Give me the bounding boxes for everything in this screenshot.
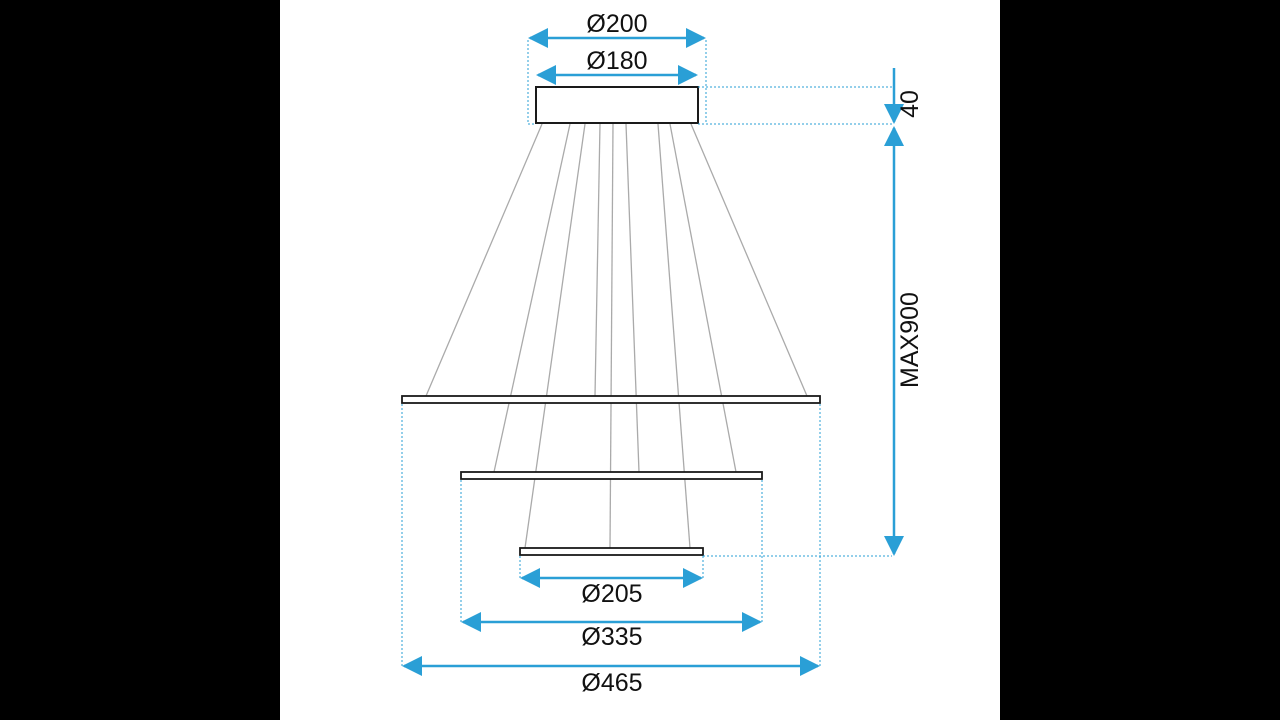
wire — [609, 123, 614, 549]
ring-large — [401, 395, 821, 404]
ring-small — [519, 547, 704, 556]
label-drop-max: MAX900 — [896, 292, 924, 388]
label-canopy-outer: Ø200 — [586, 10, 647, 38]
dimension-arrows — [402, 28, 904, 676]
label-ring-medium: Ø335 — [581, 623, 642, 651]
label-canopy-inner: Ø180 — [586, 47, 647, 75]
wire — [657, 123, 691, 549]
wire — [669, 123, 737, 473]
wire — [493, 123, 571, 473]
guide-lines — [401, 40, 892, 668]
wire — [625, 123, 640, 473]
suspension-wires — [425, 123, 808, 549]
wire — [524, 123, 586, 549]
label-canopy-height: 40 — [896, 90, 924, 118]
pendant-lamp-diagram: Ø200 Ø180 40 MAX900 Ø205 Ø335 Ø465 — [401, 10, 924, 697]
label-ring-large: Ø465 — [581, 669, 642, 697]
wire — [425, 123, 543, 397]
canopy — [535, 86, 699, 124]
ring-medium — [460, 471, 763, 480]
label-ring-small: Ø205 — [581, 580, 642, 608]
drawing-panel: Ø200 Ø180 40 MAX900 Ø205 Ø335 Ø465 — [280, 0, 1000, 720]
wire — [690, 123, 808, 397]
wire — [594, 123, 601, 397]
